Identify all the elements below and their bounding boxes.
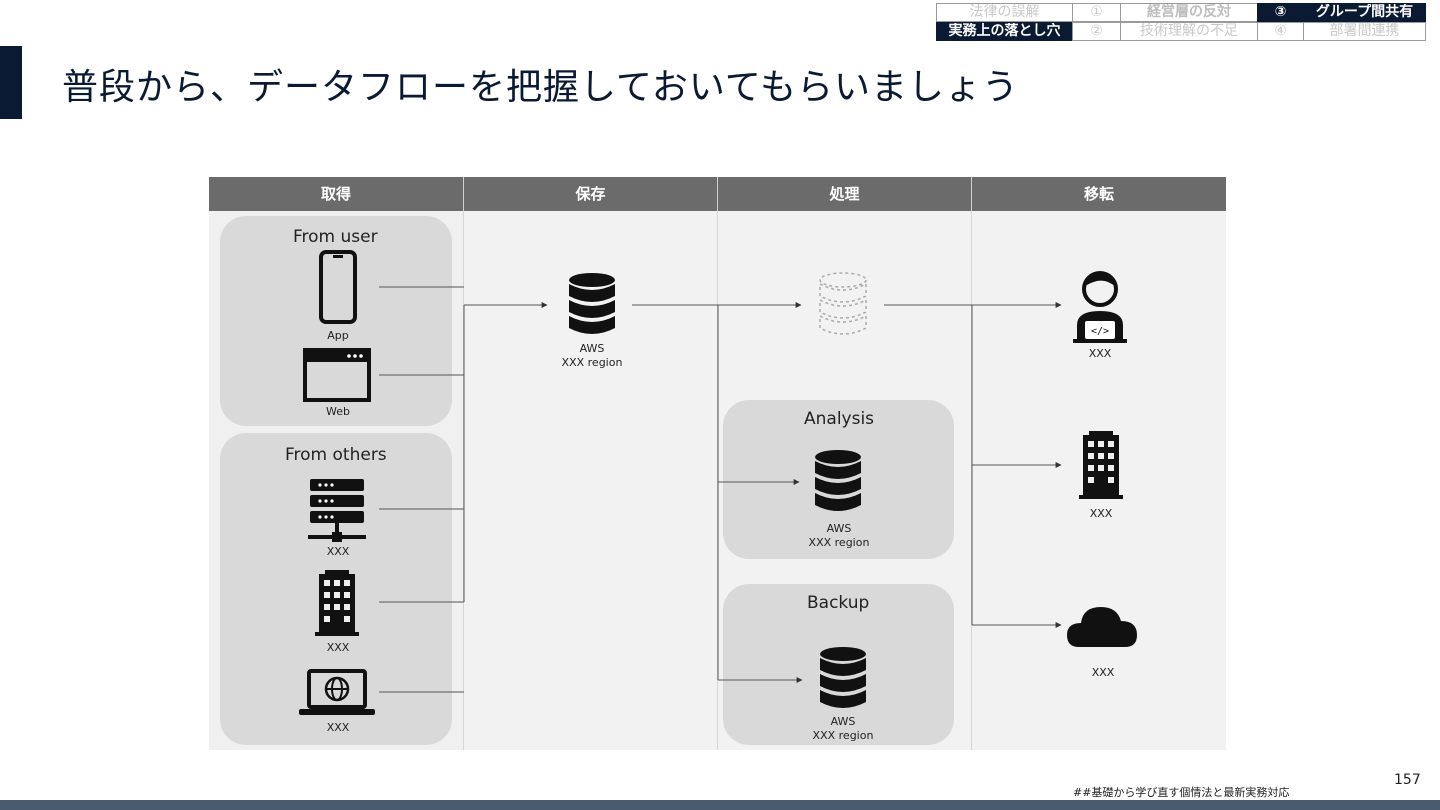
title-accent-bar [0,46,22,119]
column-header-process: 処理 [718,177,972,211]
nav-item-legal-misunderstanding[interactable]: 法律の誤解 [936,3,1073,22]
backup-aws-label: AWS [830,715,856,728]
from-others-title: From others [285,445,387,465]
backup-title: Backup [807,593,870,613]
smartphone-icon [319,250,357,324]
storage-region-label: XXX region [561,356,623,369]
dashed-database-icon [819,272,867,335]
nav-item-department-coordination[interactable]: 部署間連携 [1303,22,1426,41]
cloud-icon [1067,607,1137,647]
nav-item-group-sharing[interactable]: グループ間共有 [1303,3,1426,22]
backup-region-label: XXX region [812,729,874,742]
backup-database-icon [820,647,866,708]
web-label: Web [326,405,350,418]
group-analysis [723,400,954,559]
developer-person-icon: </> [1073,271,1127,343]
column-header-acquire: 取得 [209,177,464,211]
server-label: XXX [326,545,350,558]
slide-title: 普段から、データフローを把握しておいてもらいましょう [62,67,1019,108]
recipient-building-icon [1079,431,1123,499]
building-recipient-label: XXX [1089,507,1113,520]
nav-item-technical-understanding[interactable]: 技術理解の不足 [1120,22,1258,41]
storage-aws-label: AWS [579,342,605,355]
nav-number-2: ② [1072,22,1121,41]
building-source-label: XXX [326,641,350,654]
office-building-icon [315,570,359,636]
footer-bar [0,800,1440,810]
analysis-region-label: XXX region [808,536,870,549]
nav-item-management-opposition[interactable]: 経営層の反対 [1120,3,1258,22]
section-nav: 法律の誤解 ① 経営層の反対 ③ グループ間共有 実務上の落とし穴 ② 技術理解… [936,3,1426,43]
person-recipient-label: XXX [1088,347,1112,360]
browser-window-icon [303,348,371,402]
analysis-aws-label: AWS [826,522,852,535]
svg-text:</>: </> [1091,326,1109,337]
nav-number-3: ③ [1257,3,1304,22]
page-number: 157 [1394,772,1421,788]
analysis-title: Analysis [804,409,875,429]
column-header-store: 保存 [464,177,718,211]
flow-connectors [379,286,1062,693]
nav-number-4: ④ [1257,22,1304,41]
nav-number-1: ① [1072,3,1121,22]
column-header-transfer: 移転 [972,177,1226,211]
laptop-label: XXX [326,721,350,734]
laptop-globe-icon [299,669,375,715]
database-icon [569,273,615,334]
from-user-title: From user [293,227,378,247]
data-flow-diagram: 取得 保存 処理 移転 From user From others Analys… [209,177,1226,750]
server-rack-icon [308,479,366,542]
nav-item-practical-pitfalls[interactable]: 実務上の落とし穴 [936,22,1073,41]
cloud-recipient-label: XXX [1091,666,1115,679]
analysis-database-icon [815,450,861,511]
footer-note: ##基礎から学び直す個情法と最新実務対応 [1073,786,1290,799]
app-label: App [327,329,349,342]
